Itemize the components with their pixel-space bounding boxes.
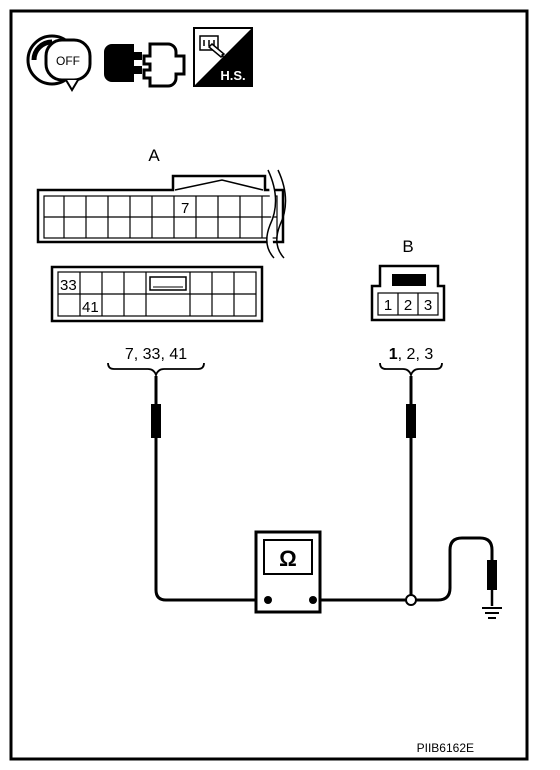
connector-a-upper: 7 xyxy=(36,169,287,259)
probe-right-label: 1, 2, 3 xyxy=(389,346,434,363)
diagram-frame xyxy=(9,9,529,761)
connector-a-pin-41: 41 xyxy=(82,299,99,316)
ground-probe xyxy=(487,560,497,606)
ohmmeter: Ω xyxy=(254,530,322,614)
ignition-off-text: OFF xyxy=(56,54,80,68)
probe-right-label-rest: , 2, 3 xyxy=(398,346,434,363)
probe-left xyxy=(151,376,161,438)
probe-right-brace xyxy=(379,362,443,378)
ground-icon xyxy=(482,607,502,619)
harness-side-text: H.S. xyxy=(220,68,245,83)
connector-a-latch xyxy=(149,276,187,291)
connector-b-lock xyxy=(392,274,426,286)
connector-a-pin-33: 33 xyxy=(60,277,77,294)
connector-a-lower: 33 41 xyxy=(50,265,264,323)
probe-right-label-bold: 1 xyxy=(389,346,398,363)
wire-junction xyxy=(405,594,417,606)
connector-b-pin-1: 1 xyxy=(384,297,392,314)
probe-left-label: 7, 33, 41 xyxy=(125,346,187,363)
connector-b: 1 2 3 xyxy=(370,264,446,322)
connector-b-pin-2: 2 xyxy=(404,297,412,314)
ohm-symbol: Ω xyxy=(279,546,297,571)
harness-side-icon: H.S. xyxy=(193,27,253,87)
connector-b-label: B xyxy=(402,237,413,256)
ignition-key-off-icon: OFF xyxy=(26,34,92,92)
wire-right xyxy=(313,438,413,602)
connector-a-pin-7: 7 xyxy=(181,200,189,217)
probe-right xyxy=(406,376,416,438)
figure-code: PIIB6162E xyxy=(417,741,474,755)
connector-a-upper-grid xyxy=(43,195,278,239)
meter-terminal-left xyxy=(264,596,272,604)
connector-a-label: A xyxy=(148,146,160,165)
probe-left-brace xyxy=(107,362,205,378)
wire-ground xyxy=(411,536,494,602)
connector-b-pin-3: 3 xyxy=(424,297,432,314)
meter-terminal-right xyxy=(309,596,317,604)
connector-disconnect-icon xyxy=(104,42,186,88)
wire-left xyxy=(154,438,268,602)
